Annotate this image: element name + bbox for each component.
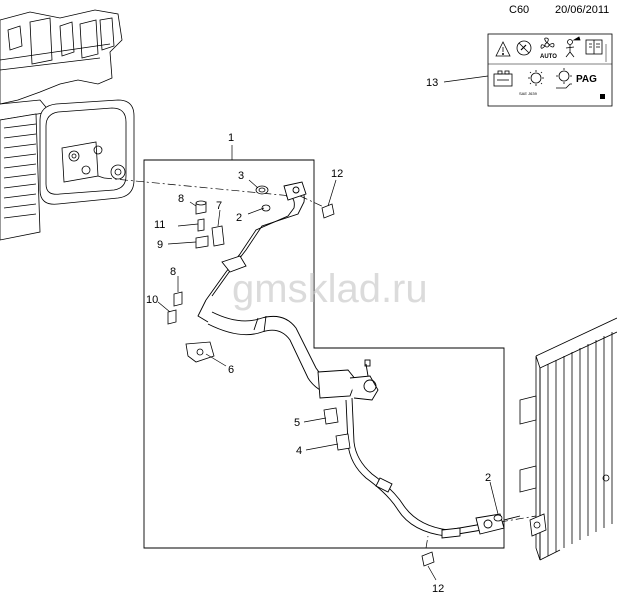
- callout-10: 10: [146, 294, 158, 306]
- auto-text: AUTO: [540, 54, 557, 60]
- callout-numbers: 1 2 2 3 4 5 6 7 8 8 9 10 11 12 12 13: [146, 77, 491, 595]
- callout-8-lower: 8: [170, 266, 176, 278]
- callout-13: 13: [426, 77, 438, 89]
- part-8-cap-lower: [173, 291, 183, 307]
- part-4-clip: [335, 433, 351, 451]
- refrigerant-hose-assembly: [197, 181, 521, 539]
- callout-leader-lines: [157, 75, 499, 581]
- fan-auto-icon: AUTO: [540, 37, 557, 60]
- hvac-housing-drawing: [0, 9, 135, 241]
- small-parts-drawing: [167, 185, 503, 567]
- callout-2-lower: 2: [485, 472, 491, 484]
- callout-9: 9: [157, 239, 163, 251]
- callout-11: 11: [154, 219, 165, 231]
- part-5-clip: [323, 407, 339, 425]
- callout-2-upper: 2: [236, 212, 242, 224]
- warning-label-13: AUTO: [487, 33, 613, 107]
- assembly-boundary-frame: [143, 159, 505, 549]
- callout-5: 5: [294, 417, 300, 429]
- part-10-valve-core: [167, 309, 177, 325]
- callout-6: 6: [228, 364, 234, 376]
- watermark-text: gmsklad.ru: [232, 267, 428, 311]
- warning-triangle-icon: [495, 41, 511, 57]
- condenser-drawing: [519, 317, 617, 561]
- diagram-date: 20/06/2011: [555, 4, 610, 16]
- callout-12-lower: 12: [432, 583, 444, 595]
- sae-text: SAE J639: [519, 91, 538, 96]
- alignment-dash-lines: [103, 177, 537, 549]
- callout-8-upper: 8: [178, 193, 184, 205]
- manual-book-icon: [585, 39, 603, 55]
- callout-1: 1: [228, 132, 234, 144]
- compressor-icon: [493, 70, 513, 87]
- callout-7: 7: [216, 200, 222, 212]
- callout-3: 3: [238, 170, 244, 182]
- part-12-clip-upper: [321, 203, 335, 219]
- part-11-valve-core: [197, 218, 205, 232]
- part-12-clip-lower: [421, 551, 435, 567]
- part-9-switch: [195, 235, 209, 249]
- oil-can-icon: [556, 68, 572, 89]
- mechanic-icon: [565, 36, 581, 58]
- refrigerant-icon: SAE J639: [519, 70, 544, 96]
- callout-12-upper: 12: [331, 168, 343, 180]
- diagram-code: C60: [509, 4, 530, 16]
- part-2-seal-upper: [261, 204, 271, 212]
- part-7-sensor: [211, 225, 225, 247]
- callout-4: 4: [296, 445, 302, 457]
- no-service-icon: [516, 40, 532, 56]
- part-2-seal-lower: [493, 514, 503, 522]
- pag-text: PAG: [576, 74, 597, 85]
